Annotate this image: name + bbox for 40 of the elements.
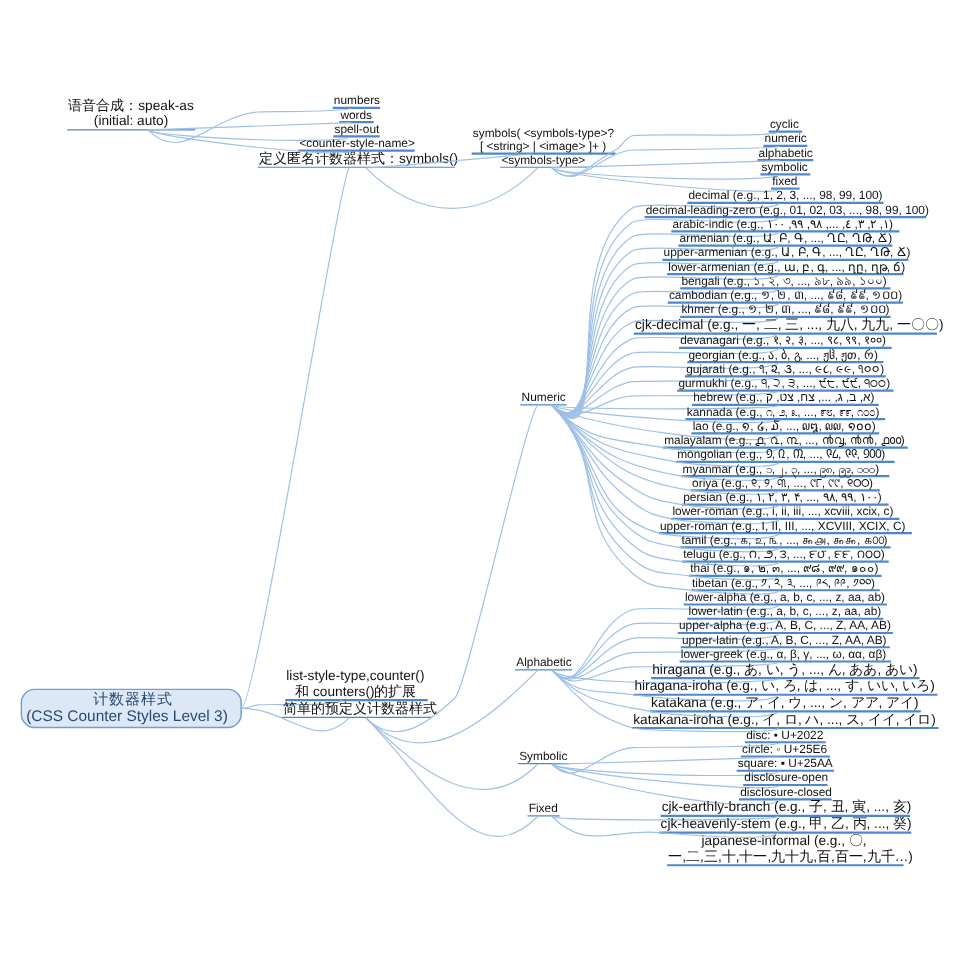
connector [551, 131, 780, 177]
connector [551, 404, 780, 454]
connector [240, 699, 343, 709]
connector [365, 167, 539, 209]
connector [365, 717, 539, 837]
connector [240, 707, 350, 732]
connector [551, 647, 780, 680]
connector [147, 122, 352, 131]
connector [551, 376, 780, 415]
connector [551, 404, 780, 424]
connector [551, 390, 780, 416]
connector [551, 763, 780, 806]
connector [551, 404, 780, 441]
connector [365, 669, 539, 744]
connector [551, 160, 780, 169]
connector [551, 167, 780, 180]
connector [551, 404, 780, 467]
connector [551, 669, 779, 718]
connector [551, 404, 780, 410]
connector [551, 763, 780, 789]
connector [365, 152, 533, 169]
connector [551, 763, 780, 777]
connector [365, 717, 539, 791]
connector [551, 362, 780, 414]
connector [551, 661, 780, 682]
connector [551, 756, 780, 765]
connector [551, 347, 780, 414]
connector [551, 669, 779, 702]
connector [551, 669, 779, 684]
connector [551, 815, 779, 838]
connector [551, 404, 780, 481]
connector [551, 145, 780, 178]
connector [240, 167, 350, 709]
connector [551, 742, 780, 774]
connector [551, 669, 779, 733]
connector [551, 815, 779, 821]
connector [551, 167, 780, 192]
connector [147, 129, 352, 154]
connector [147, 107, 352, 144]
connector [551, 333, 779, 414]
